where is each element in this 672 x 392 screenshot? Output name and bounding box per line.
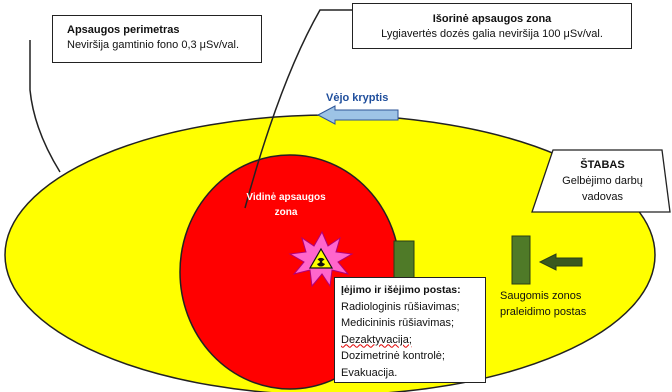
hq-arrow <box>538 253 583 271</box>
inner-zone-label: Vidinė apsaugos zona <box>226 190 346 220</box>
hq-trapezoid <box>531 149 671 213</box>
checkpoint-label: Saugomis zonos praleidimo postas <box>500 288 630 320</box>
inner-zone-line1: Vidinė apsaugos <box>246 192 326 203</box>
external-zone-text: Lygiavertės dozės galia neviršija 100 μS… <box>381 28 603 40</box>
checkpoint-line1: Saugomis zonos <box>500 290 582 302</box>
checkpoint-line2: praleidimo postas <box>500 306 587 318</box>
wind-direction-label: Vėjo kryptis <box>326 92 389 104</box>
outer-zone-callout <box>29 40 61 173</box>
entry-post-item: Dozimetrinė kontrolė; <box>341 350 445 362</box>
outer-zone-box: Apsaugos perimetras Neviršija gamtinio f… <box>52 15 262 63</box>
outer-zone-text: Neviršija gamtinio fono 0,3 μSv/val. <box>67 39 240 51</box>
entry-post-box: Įėjimo ir išėjimo postas: Radiologinis r… <box>334 277 486 383</box>
hq-title: ŠTABAS <box>580 159 625 171</box>
inner-zone-line2: zona <box>274 207 298 218</box>
wind-direction-arrow <box>316 105 399 125</box>
entry-post-item: Evakuacija. <box>341 366 398 379</box>
entry-post-item: Dezaktyvacija; <box>341 333 412 346</box>
outer-zone-title: Apsaugos perimetras <box>67 24 180 36</box>
entry-post-title: Įėjimo ir išėjimo postas: <box>341 284 461 296</box>
entry-post-item: Radiologinis rūšiavimas; <box>341 300 460 313</box>
external-zone-box: Išorinė apsaugos zona Lygiavertės dozės … <box>352 3 632 49</box>
hq-line1: Gelbėjimo darbų <box>562 175 643 187</box>
external-zone-title: Išorinė apsaugos zona <box>432 13 552 25</box>
hq-label: ŠTABAS Gelbėjimo darbų vadovas <box>545 157 660 205</box>
entry-post-item: Medicininis rūšiavimas; <box>341 317 455 329</box>
checkpoint-marker <box>511 235 531 285</box>
external-zone-callout <box>244 9 352 209</box>
hq-line2: vadovas <box>582 191 623 203</box>
